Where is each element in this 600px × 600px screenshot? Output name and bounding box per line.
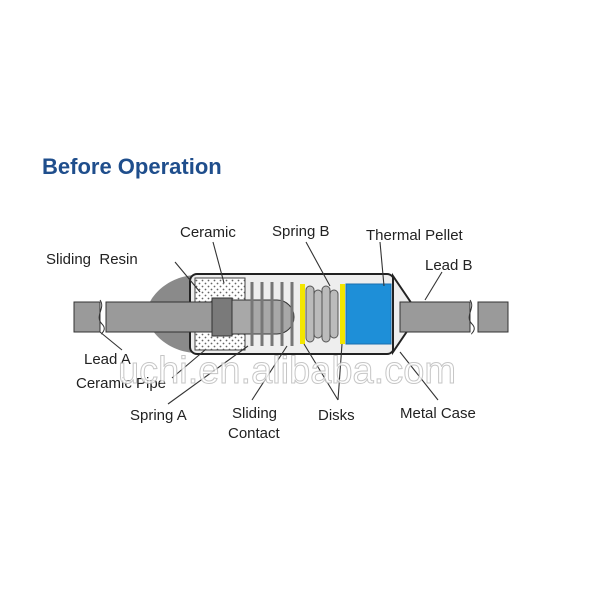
lead-b-break [468,299,475,335]
lead-a [73,301,101,333]
lead-b [477,301,509,333]
diagram-title: Before Operation [42,154,222,179]
label-sliding-resin: Sliding Resin [46,251,138,268]
label-sliding: Sliding [232,405,277,422]
spring-a [250,282,294,346]
leader-lines [99,241,443,405]
ceramic-insert [211,297,233,337]
label-spring-a: Spring A [130,407,187,424]
disk-left [300,284,305,344]
lead-a-break [98,299,105,335]
label-ceramic-pipe: Ceramic Pipe [76,375,166,392]
label-ceramic: Ceramic [180,224,236,241]
thermal-pellet [345,283,392,345]
label-thermal-pellet: Thermal Pellet [366,227,464,244]
lead-a-wire [105,301,219,333]
label-lead-a: Lead A [84,351,131,368]
label-metal-case: Metal Case [400,405,476,422]
disk-right [340,284,345,344]
label-disks: Disks [318,407,355,424]
lead-b-wire [399,301,471,333]
watermark: uchi.en.alibaba.com [118,350,456,392]
label-lead-b: Lead B [425,257,473,274]
label-spring-b: Spring B [272,223,330,240]
spring-b [305,285,339,343]
label-contact: Contact [228,425,281,442]
